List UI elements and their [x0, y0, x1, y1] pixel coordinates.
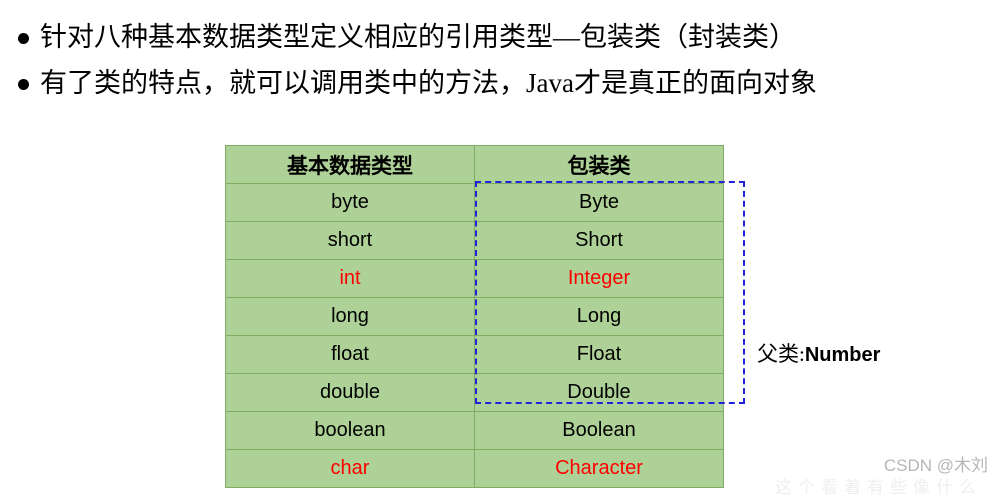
table-row: boolean Boolean: [225, 411, 724, 450]
column-header-primitive: 基本数据类型: [225, 145, 475, 184]
primitive-wrapper-table: 基本数据类型 包装类 byte Byte short Short int Int…: [225, 145, 724, 488]
cell-wrapper: Integer: [474, 259, 724, 298]
cell-primitive: short: [225, 221, 475, 260]
table-row: byte Byte: [225, 183, 724, 222]
column-header-wrapper: 包装类: [474, 145, 724, 184]
table-row: char Character: [225, 449, 724, 488]
cell-wrapper: Double: [474, 373, 724, 412]
csdn-watermark: CSDN @木刘: [883, 456, 988, 475]
cell-wrapper: Float: [474, 335, 724, 374]
cell-primitive: long: [225, 297, 475, 336]
table-body: byte Byte short Short int Integer long L…: [225, 183, 724, 488]
cell-wrapper: Short: [474, 221, 724, 260]
cell-primitive: float: [225, 335, 475, 374]
cell-primitive: byte: [225, 183, 475, 222]
bullet-text-2: 有了类的特点，就可以调用类中的方法，Java才是真正的面向对象: [40, 67, 817, 98]
table-row: long Long: [225, 297, 724, 336]
bullet-line-2: 有了类的特点，就可以调用类中的方法，Java才是真正的面向对象: [0, 60, 1002, 106]
cell-primitive: boolean: [225, 411, 475, 450]
table-row: short Short: [225, 221, 724, 260]
parent-class-label: 父类:: [757, 342, 805, 366]
faint-watermark: 这个看着有些像什么: [775, 478, 982, 497]
cell-wrapper: Long: [474, 297, 724, 336]
cell-wrapper: Boolean: [474, 411, 724, 450]
table-row: float Float: [225, 335, 724, 374]
cell-primitive: double: [225, 373, 475, 412]
table-header-row: 基本数据类型 包装类: [225, 145, 724, 184]
bullet-list: 针对八种基本数据类型定义相应的引用类型—包装类（封装类） 有了类的特点，就可以调…: [0, 14, 1002, 106]
table-row: int Integer: [225, 259, 724, 298]
cell-wrapper: Byte: [474, 183, 724, 222]
bullet-line-1: 针对八种基本数据类型定义相应的引用类型—包装类（封装类）: [0, 14, 1002, 60]
cell-wrapper: Character: [474, 449, 724, 488]
parent-class-annotation: 父类:Number: [757, 338, 880, 368]
parent-class-value: Number: [804, 344, 881, 366]
bullet-dot-icon: [18, 32, 29, 44]
bullet-dot-icon: [18, 78, 29, 90]
cell-primitive: int: [225, 259, 475, 298]
cell-primitive: char: [225, 449, 475, 488]
bullet-text-1: 针对八种基本数据类型定义相应的引用类型—包装类（封装类）: [40, 21, 796, 52]
table-row: double Double: [225, 373, 724, 412]
